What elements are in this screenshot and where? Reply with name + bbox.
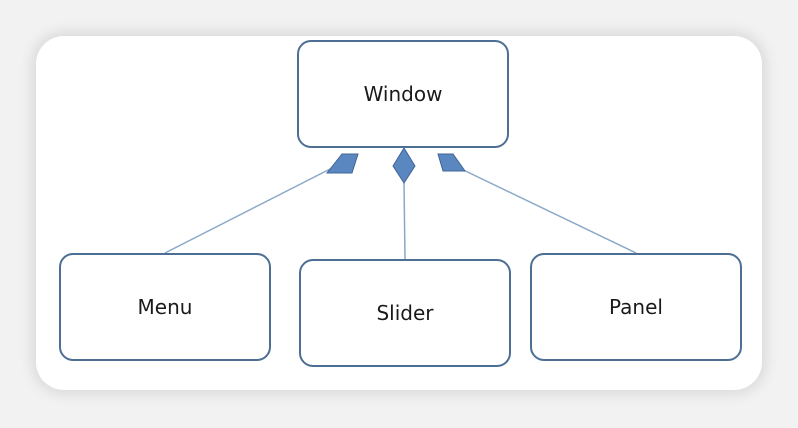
node-slider: Slider bbox=[299, 259, 511, 367]
node-window: Window bbox=[297, 40, 509, 148]
node-menu-label: Menu bbox=[137, 295, 193, 319]
node-panel-label: Panel bbox=[609, 295, 663, 319]
node-slider-label: Slider bbox=[376, 301, 434, 325]
node-menu: Menu bbox=[59, 253, 271, 361]
node-window-label: Window bbox=[363, 82, 443, 106]
node-panel: Panel bbox=[530, 253, 742, 361]
